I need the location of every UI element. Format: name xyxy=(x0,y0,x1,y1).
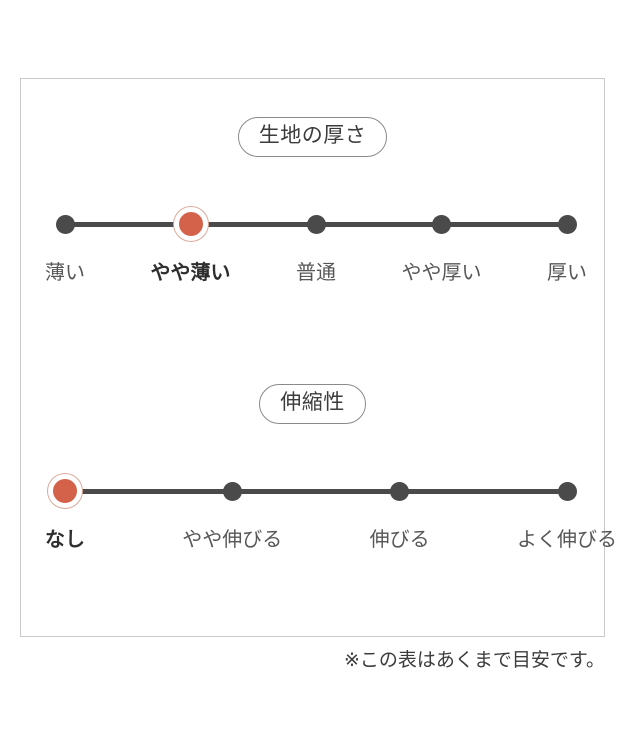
scale-point-stretch-0[interactable] xyxy=(48,474,82,509)
scale-point-thickness-1[interactable] xyxy=(173,207,208,242)
scale-label-stretch-0: なし xyxy=(45,529,85,552)
scale-labels-stretch: なし やや伸びる 伸びる よく伸びる xyxy=(21,526,617,560)
scale-point-stretch-1[interactable] xyxy=(222,481,242,501)
scale-label-thickness-1: やや薄い xyxy=(150,262,231,285)
scale-point-stretch-3[interactable] xyxy=(557,481,577,501)
scale-title-thickness: 生地の厚さ xyxy=(237,117,388,158)
scale-title-stretch: 伸縮性 xyxy=(259,384,366,425)
fabric-spec-panel: 生地の厚さ 薄い やや薄い 普通 やや厚い 厚い 伸縮性 xyxy=(20,78,617,637)
scale-block-stretch: 伸縮性 なし やや伸びる 伸びる よく伸びる xyxy=(21,384,617,560)
scale-point-thickness-0[interactable] xyxy=(55,214,75,234)
scale-point-thickness-4[interactable] xyxy=(557,214,577,234)
track-line-stretch xyxy=(65,488,565,494)
scale-point-stretch-2[interactable] xyxy=(390,481,410,501)
scale-label-thickness-4: 厚い xyxy=(547,262,587,285)
scale-label-stretch-3: よく伸びる xyxy=(517,529,617,552)
scale-title-row-stretch: 伸縮性 xyxy=(21,384,604,425)
scale-label-thickness-0: 薄い xyxy=(45,262,85,285)
scale-labels-thickness: 薄い やや薄い 普通 やや厚い 厚い xyxy=(21,259,604,293)
scale-label-stretch-2: 伸びる xyxy=(369,529,430,552)
scale-label-thickness-2: 普通 xyxy=(296,262,336,285)
scale-label-thickness-3: やや厚い xyxy=(401,262,482,285)
scale-label-stretch-1: やや伸びる xyxy=(182,529,283,552)
scale-point-thickness-2[interactable] xyxy=(306,214,326,234)
scale-point-thickness-3[interactable] xyxy=(432,214,451,234)
disclaimer-note: ※この表はあくまで目安です。 xyxy=(343,650,605,671)
scale-title-row-thickness: 生地の厚さ xyxy=(21,117,604,158)
scale-track-thickness xyxy=(21,201,604,247)
scale-track-stretch xyxy=(21,468,604,514)
scale-block-thickness: 生地の厚さ 薄い やや薄い 普通 やや厚い 厚い xyxy=(21,117,604,293)
